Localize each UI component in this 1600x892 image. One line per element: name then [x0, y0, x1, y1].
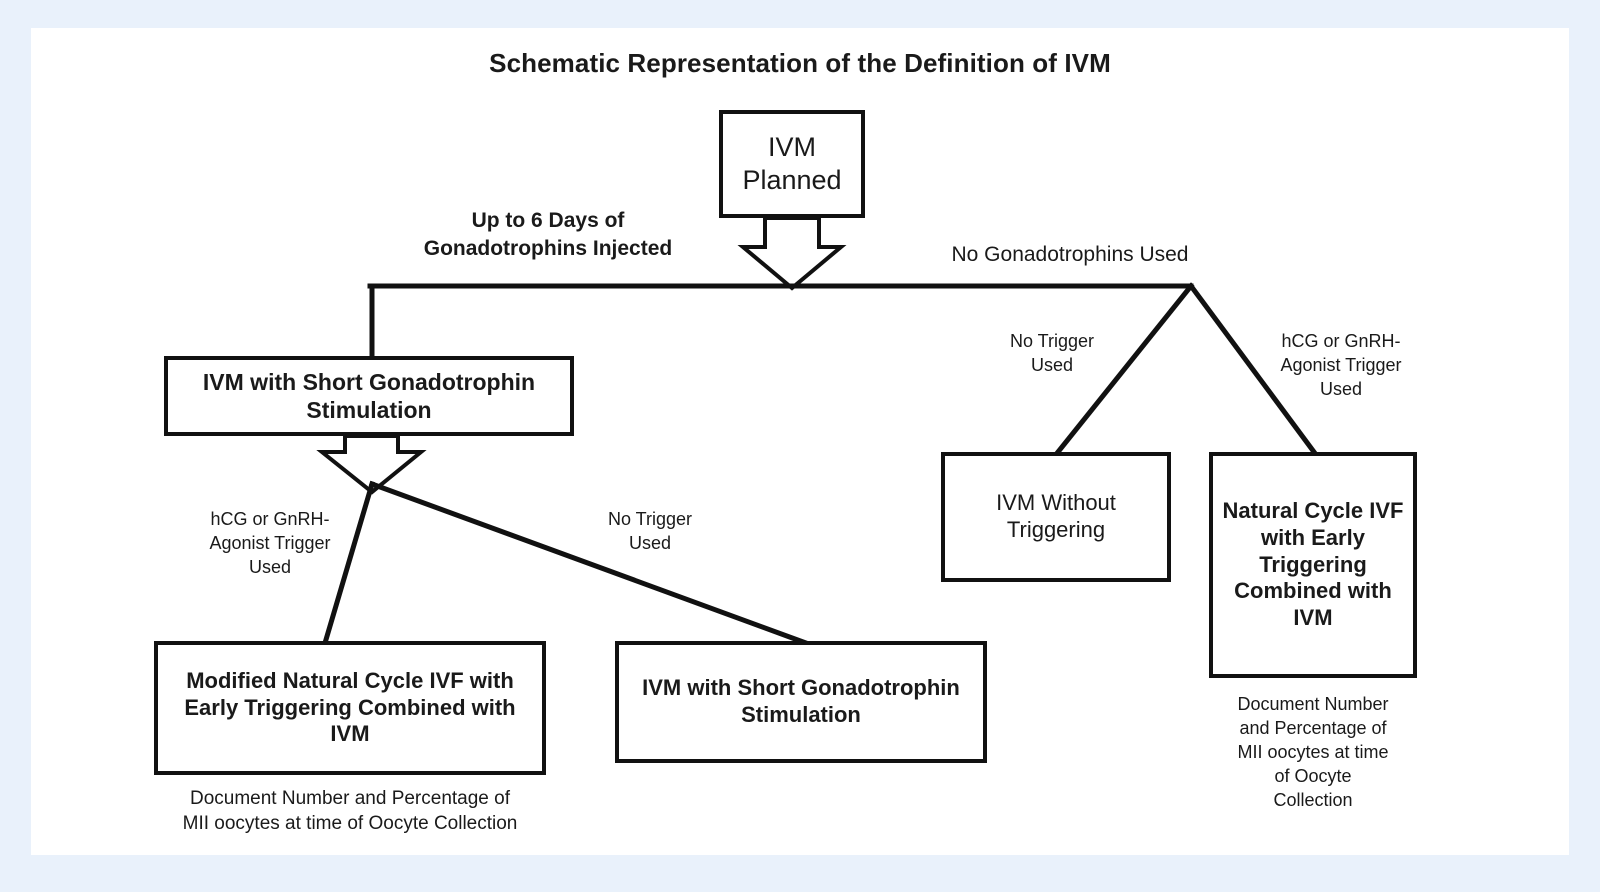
- node-ivm-without-triggering[interactable]: IVM Without Triggering: [941, 452, 1171, 582]
- edge-label-no-gonadotrophins-used: No Gonadotrophins Used: [951, 243, 1189, 266]
- caption-left-document-mii-oocytes: Document Number and Percentage of MII oo…: [182, 788, 518, 835]
- edge-label-right-hcg-gnrh-trigger-used: hCG or GnRH- Agonist Trigger Used: [1280, 331, 1402, 399]
- page-title: Schematic Representation of the Definiti…: [489, 48, 1111, 78]
- edge-label-left-hcg-gnrh-trigger-used: hCG or GnRH- Agonist Trigger Used: [209, 509, 331, 577]
- edge-label-gonadotrophins-injected: Up to 6 Days of Gonadotrophins Injected: [423, 209, 673, 260]
- node-modified-natural-cycle-ivf[interactable]: Modified Natural Cycle IVF with Early Tr…: [154, 641, 546, 775]
- node-ivm-short-gonadotrophin-stimulation-top[interactable]: IVM with Short Gonadotrophin Stimulation: [164, 356, 574, 436]
- node-natural-cycle-ivf[interactable]: Natural Cycle IVF with Early Triggering …: [1209, 452, 1417, 678]
- caption-right-document-mii-oocytes: Document Number and Percentage of MII oo…: [1237, 694, 1389, 811]
- node-ivm-short-gonadotrophin-stimulation-bottom[interactable]: IVM with Short Gonadotrophin Stimulation: [615, 641, 987, 763]
- edge-label-left-no-trigger-used: No Trigger Used: [607, 509, 693, 553]
- node-ivm-planned[interactable]: IVM Planned: [719, 110, 865, 218]
- edge-label-right-no-trigger-used: No Trigger Used: [1009, 331, 1095, 375]
